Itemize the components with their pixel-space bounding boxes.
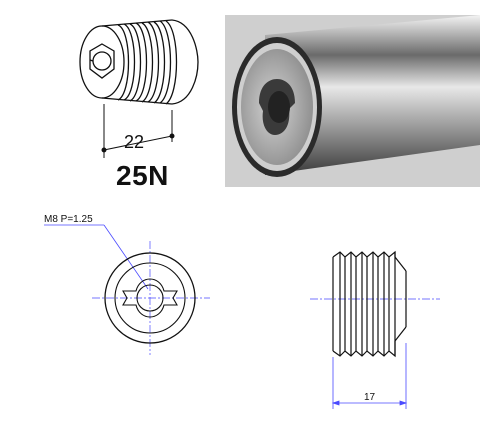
callout-leader [103, 224, 149, 290]
chrome-tube [265, 15, 480, 175]
length-dimension-label: 17 [364, 392, 376, 403]
outer-circle [104, 252, 196, 344]
length-dimension [331, 343, 408, 409]
barrel-outline [79, 19, 199, 105]
front-view-drawing: M8 P=1.25 [44, 214, 210, 355]
model-label: 25N [116, 160, 169, 191]
inner-circle [114, 262, 186, 334]
side-view-drawing: 17 [310, 250, 440, 409]
side-profile [332, 250, 407, 358]
width-dimension [101, 104, 175, 158]
front-view: M8 P=1.25 [30, 205, 230, 365]
thread-callout-label: M8 P=1.25 [44, 214, 93, 225]
threaded-hole [136, 284, 164, 312]
side-view: 17 [300, 235, 450, 415]
isometric-drawing: 22 [79, 19, 199, 158]
width-dimension-label: 22 [124, 132, 144, 152]
product-photo [225, 15, 480, 187]
slot-outline [122, 278, 178, 318]
isometric-view: 22 [60, 0, 230, 200]
product-photo-drawing [225, 15, 480, 187]
